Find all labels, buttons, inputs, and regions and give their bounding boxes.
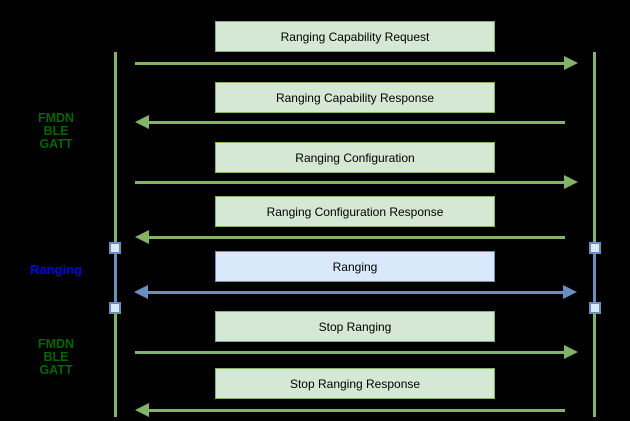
message-box-ranging: Ranging [215,251,495,282]
arrowhead-right-icon [564,345,578,359]
arrow-shaft [149,408,565,412]
arrow-right-stop-ranging [135,345,578,359]
phase-label-line: BLE [43,350,69,364]
phase-label-line: FMDN [37,337,75,351]
arrow-right-ranging-capability-request [135,56,578,70]
arrow-shaft [149,120,565,124]
phase-label-line: GATT [39,363,73,377]
message-box-stop-ranging: Stop Ranging [215,311,495,342]
arrow-shaft [135,61,564,65]
arrowhead-right-icon [564,175,578,189]
arrow-shaft [149,235,565,239]
phase-label-line: FMDN [37,111,75,125]
activation-marker-right-bottom [589,302,601,314]
arrow-shaft [135,350,564,354]
arrow-left-ranging-capability-response [135,115,565,129]
ranging-session-segment-left [114,247,117,308]
arrow-left-stop-ranging-response [135,403,565,417]
arrow-shaft [135,180,564,184]
arrow-shaft [148,290,563,294]
arrow-bidirectional-ranging [134,285,577,299]
arrowhead-left-icon [135,403,149,417]
arrowhead-right-icon [563,285,577,299]
arrow-right-ranging-configuration [135,175,578,189]
arrow-left-ranging-configuration-response [135,230,565,244]
phase-label-gatt-bottom: FMDN BLE GATT [17,338,95,377]
phase-label-line: Ranging [30,262,82,277]
message-box-ranging-configuration-response: Ranging Configuration Response [215,196,495,227]
phase-label-line: BLE [43,124,69,138]
phase-label-line: GATT [39,137,73,151]
message-box-stop-ranging-response: Stop Ranging Response [215,368,495,399]
arrowhead-right-icon [564,56,578,70]
phase-label-gatt-top: FMDN BLE GATT [17,112,95,151]
arrowhead-left-icon [134,285,148,299]
ranging-session-segment-right [593,247,596,308]
lifeline-left [114,52,117,417]
message-box-ranging-configuration: Ranging Configuration [215,142,495,173]
message-box-ranging-capability-request: Ranging Capability Request [215,21,495,52]
arrowhead-left-icon [135,115,149,129]
activation-marker-left-top [109,242,121,254]
activation-marker-left-bottom [109,302,121,314]
lifeline-right [593,52,596,417]
message-box-ranging-capability-response: Ranging Capability Response [215,82,495,113]
phase-label-ranging: Ranging [17,263,95,277]
activation-marker-right-top [589,242,601,254]
arrowhead-left-icon [135,230,149,244]
